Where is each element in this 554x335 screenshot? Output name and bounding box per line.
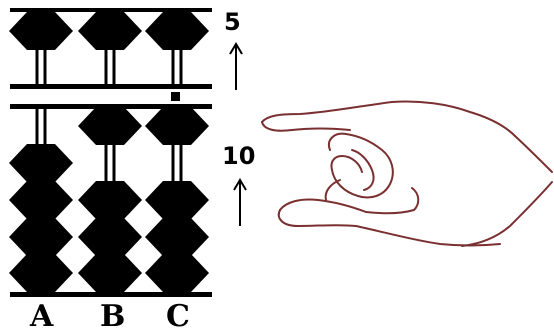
upper-bead-b bbox=[78, 12, 142, 50]
upper-value-label: 5 bbox=[224, 8, 241, 36]
unit-rod-marker bbox=[171, 92, 180, 101]
upper-bead-c bbox=[145, 12, 209, 50]
lower-bead-a-2 bbox=[9, 181, 73, 219]
abacus-beam-lower bbox=[10, 104, 212, 109]
rod-label-b: B bbox=[100, 299, 126, 334]
abacus-top-frame bbox=[10, 8, 212, 12]
rod-label-a: A bbox=[30, 299, 54, 334]
lower-bead-b-2 bbox=[78, 181, 142, 219]
pointing-hand-icon bbox=[261, 100, 553, 247]
lower-bead-a-1 bbox=[9, 144, 73, 182]
lower-bead-c-4 bbox=[145, 254, 209, 292]
lower-bead-c-3 bbox=[145, 218, 209, 256]
lower-bead-a-4 bbox=[9, 254, 73, 292]
lower-bead-b-1 bbox=[78, 107, 142, 145]
rods-layer bbox=[9, 12, 209, 292]
lower-value-label: 10 bbox=[222, 142, 256, 170]
lower-bead-b-4 bbox=[78, 254, 142, 292]
abacus-bottom-frame bbox=[10, 292, 212, 297]
up-arrow-icon bbox=[229, 42, 243, 90]
lower-bead-a-3 bbox=[9, 218, 73, 256]
abacus-beam-upper bbox=[10, 84, 212, 89]
up-arrow-icon bbox=[233, 178, 247, 226]
lower-bead-c-2 bbox=[145, 181, 209, 219]
rod-label-c: C bbox=[166, 299, 190, 334]
lower-bead-c-1 bbox=[145, 107, 209, 145]
lower-bead-b-3 bbox=[78, 218, 142, 256]
upper-bead-a bbox=[9, 12, 73, 50]
